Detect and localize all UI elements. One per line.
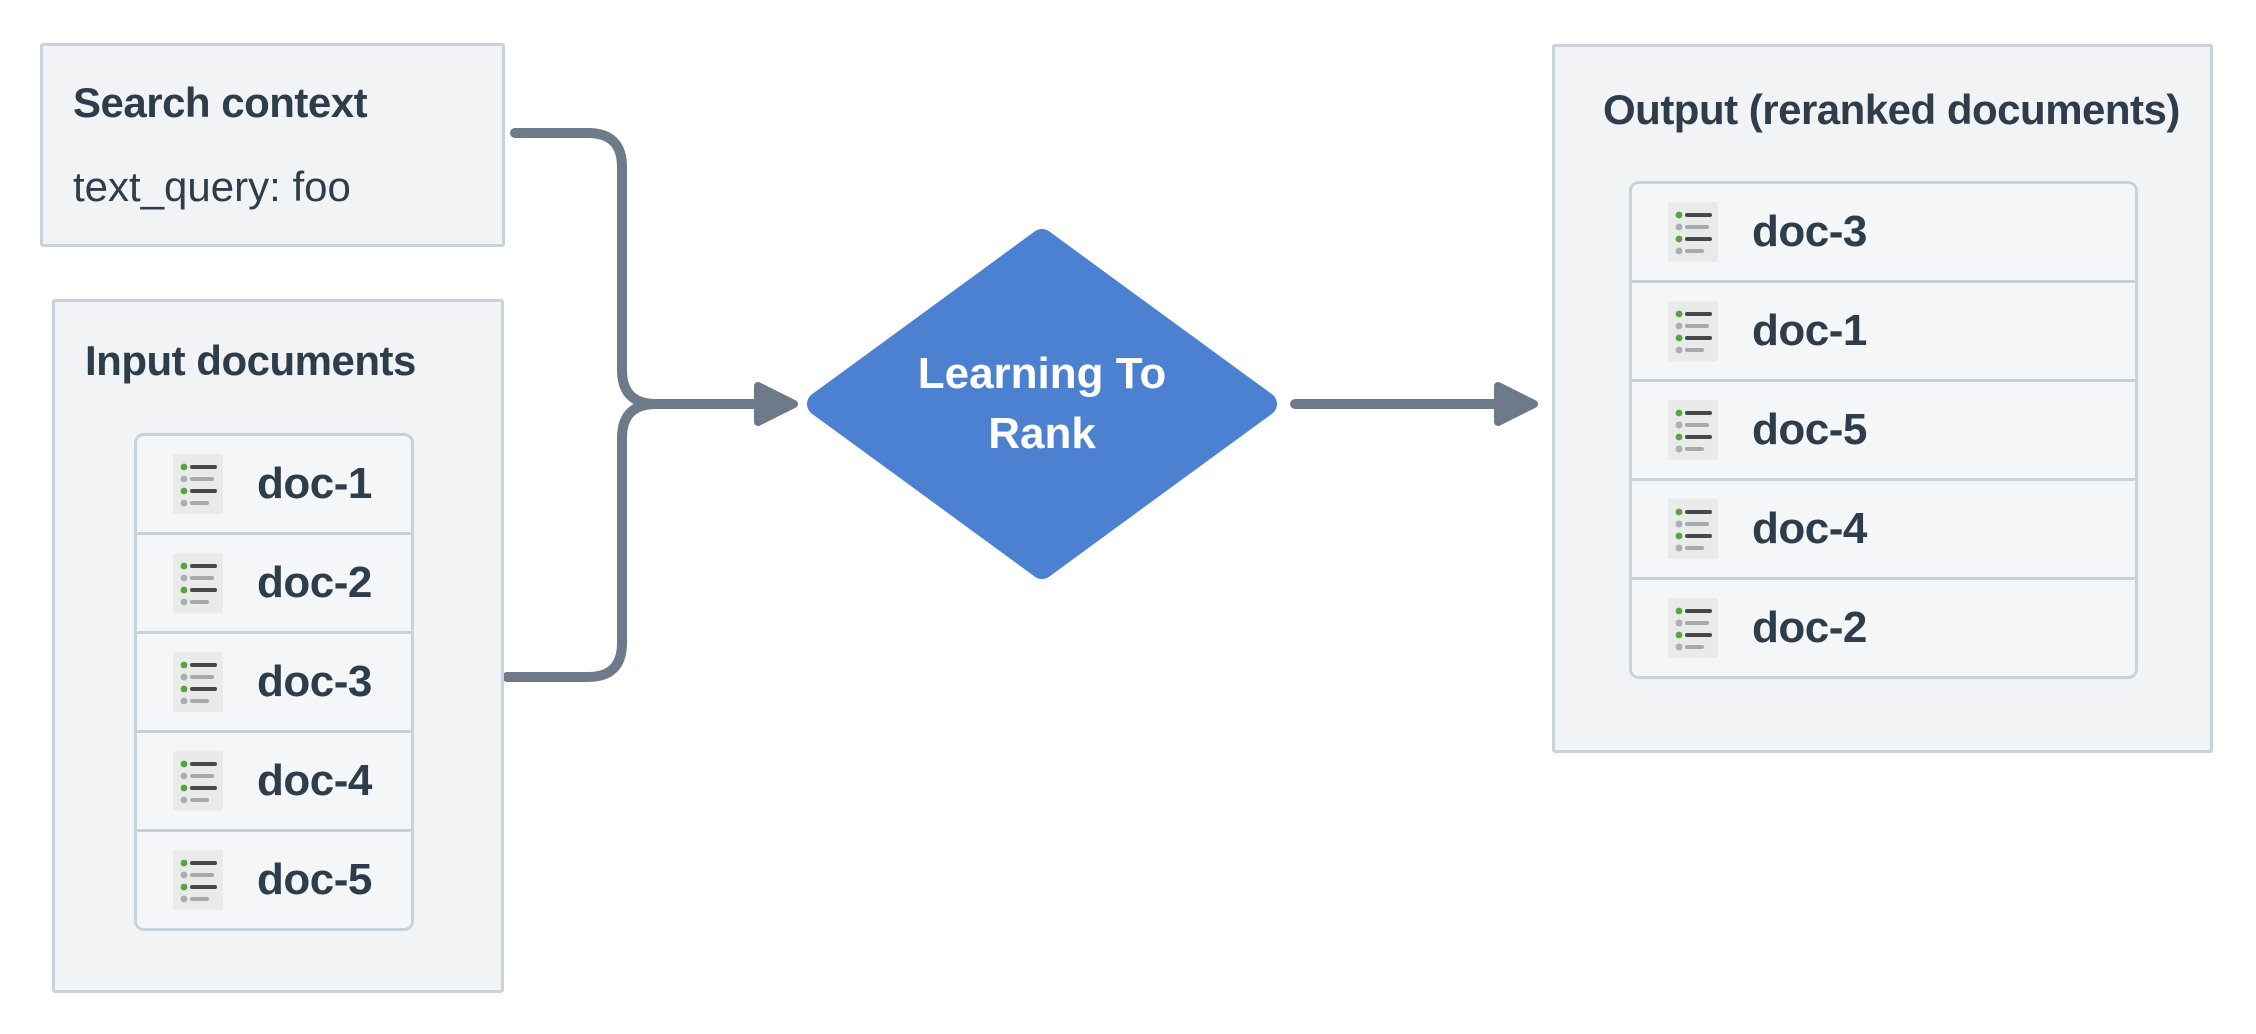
connector-input-documents <box>502 399 661 682</box>
document-label: doc-1 <box>1752 306 1867 355</box>
document-item: doc-2 <box>137 532 411 631</box>
document-label: doc-5 <box>257 855 372 904</box>
document-label: doc-3 <box>257 657 372 706</box>
ranker-label: Learning To Rank <box>917 349 1167 458</box>
document-item: doc-4 <box>137 730 411 829</box>
list-icon <box>1668 499 1718 559</box>
ranker-diamond <box>807 229 1277 579</box>
document-item: doc-4 <box>1632 478 2135 577</box>
arrowhead-icon <box>1494 382 1538 426</box>
list-icon <box>1668 400 1718 460</box>
input-documents-title: Input documents <box>85 337 416 384</box>
document-label: doc-4 <box>1752 504 1867 553</box>
output-title: Output (reranked documents) <box>1603 86 2180 133</box>
list-icon <box>173 553 223 613</box>
document-label: doc-3 <box>1752 207 1867 256</box>
output-documents-list: doc-3 doc-1 doc-5 <box>1629 181 2138 679</box>
document-label: doc-1 <box>257 459 372 508</box>
list-icon <box>173 454 223 514</box>
list-icon <box>1668 202 1718 262</box>
document-label: doc-4 <box>257 756 372 805</box>
output-panel: Output (reranked documents) doc-3 <box>1552 44 2213 753</box>
document-label: doc-2 <box>1752 603 1867 652</box>
document-item: doc-1 <box>1632 280 2135 379</box>
document-item: doc-5 <box>1632 379 2135 478</box>
search-context-title: Search context <box>73 79 368 126</box>
document-item: doc-2 <box>1632 577 2135 676</box>
document-item: doc-5 <box>137 829 411 928</box>
input-documents-panel: Input documents doc-1 doc-2 <box>52 299 504 993</box>
input-documents-list: doc-1 doc-2 doc-3 <box>134 433 414 931</box>
connector-search-context <box>510 128 761 409</box>
document-item: doc-1 <box>137 436 411 532</box>
list-icon <box>1668 598 1718 658</box>
document-label: doc-2 <box>257 558 372 607</box>
search-context-panel: Search context text_query: foo <box>40 43 505 247</box>
list-icon <box>173 850 223 910</box>
document-label: doc-5 <box>1752 405 1867 454</box>
list-icon <box>173 751 223 811</box>
document-item: doc-3 <box>1632 184 2135 280</box>
arrowhead-icon <box>754 382 798 426</box>
list-icon <box>1668 301 1718 361</box>
list-icon <box>173 652 223 712</box>
text-query-value: text_query: foo <box>73 163 351 210</box>
document-item: doc-3 <box>137 631 411 730</box>
